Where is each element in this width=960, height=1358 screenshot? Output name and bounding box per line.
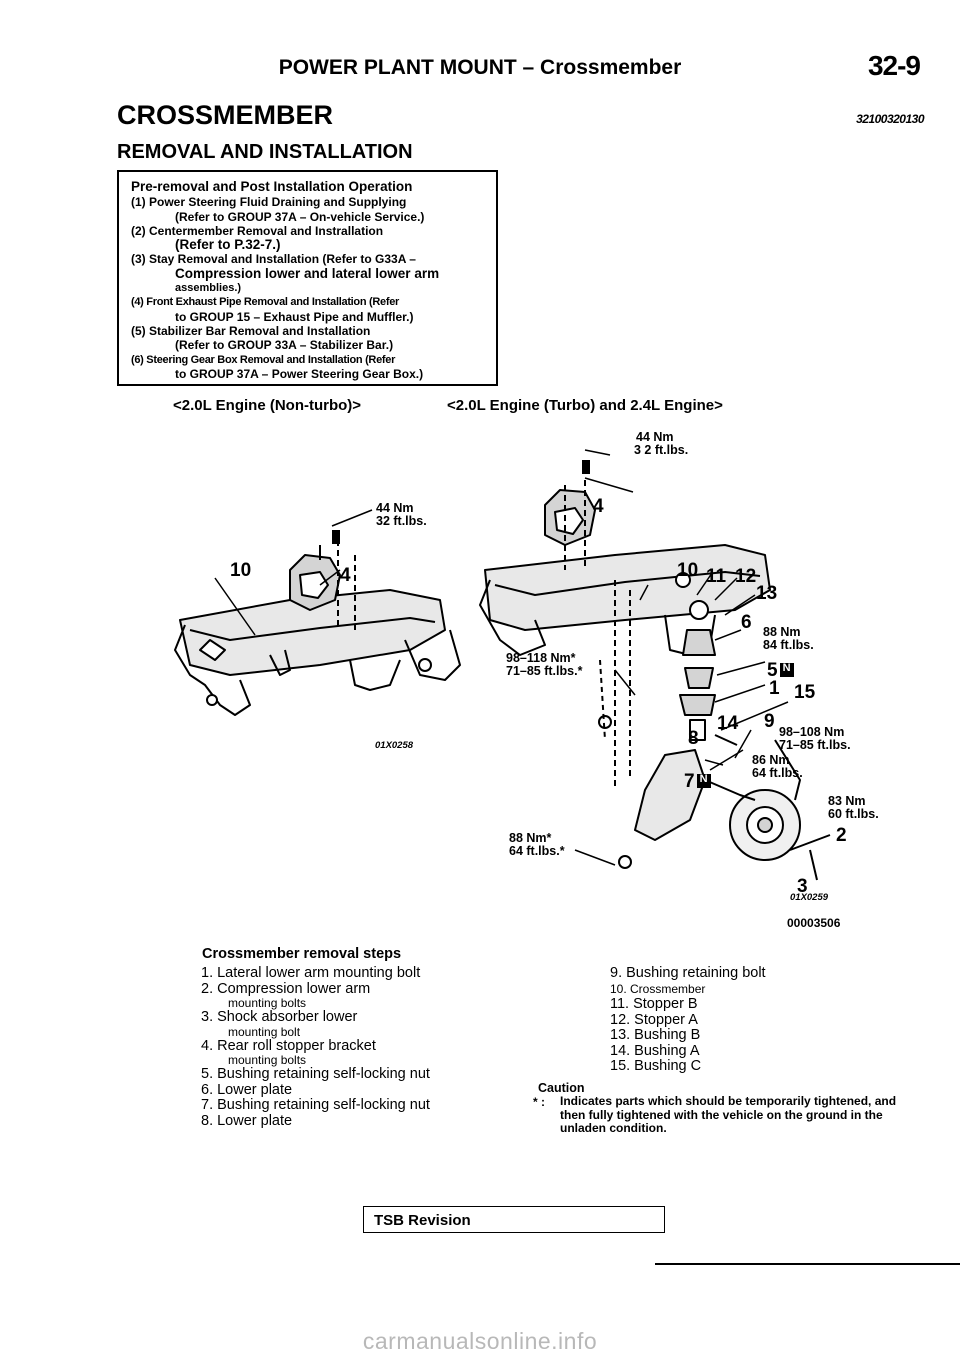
torque-label: 88 Nm 84 ft.lbs.: [763, 625, 814, 652]
torque-label: 44 Nm 3 2 ft.lbs.: [634, 430, 689, 457]
callout-number: 11: [706, 566, 727, 587]
step-item: 4. Rear roll stopper bracket: [201, 1037, 376, 1054]
operation-item: to GROUP 15 – Exhaust Pipe and Muffler.): [175, 309, 414, 324]
caution-marker: * :: [533, 1095, 545, 1109]
section-code: 32100320130: [856, 112, 924, 126]
callout-number: 6: [741, 612, 752, 633]
step-item: 1. Lateral lower arm mounting bolt: [201, 965, 421, 981]
operation-item: (Refer to P.32-7.): [175, 237, 281, 253]
operation-item: to GROUP 37A – Power Steering Gear Box.): [175, 366, 424, 381]
caution-heading: Caution: [538, 1081, 585, 1095]
torque-label: 98–108 Nm 71–85 ft.lbs.: [779, 725, 851, 752]
step-item: 14. Bushing A: [610, 1042, 700, 1059]
operation-item: (Refer to GROUP 37A – On-vehicle Service…: [175, 209, 425, 224]
operation-item: (3) Stay Removal and Installation (Refer…: [131, 252, 416, 267]
step-item: 3. Shock absorber lower: [201, 1009, 358, 1025]
figure-caption-left: <2.0L Engine (Non-turbo)>: [173, 397, 362, 414]
torque-label: 44 Nm 32 ft.lbs.: [376, 501, 427, 528]
page-header-title: POWER PLANT MOUNT – Crossmember: [278, 56, 682, 79]
steps-list-left: 1. Lateral lower arm mounting bolt 2. Co…: [201, 965, 491, 1129]
figure-id: 00003506: [787, 916, 841, 930]
step-item: 12. Stopper A: [610, 1011, 698, 1028]
operation-item: (Refer to GROUP 33A – Stabilizer Bar.): [175, 338, 394, 353]
operation-item: Compression lower and lateral lower arm: [175, 265, 440, 281]
callout-number: 5: [767, 660, 794, 682]
callout-number: 7: [684, 771, 711, 793]
step-item-sub: mounting bolts: [228, 996, 307, 1010]
torque-label: 88 Nm* 64 ft.lbs.*: [509, 831, 565, 858]
callout-number: 13: [756, 583, 778, 604]
step-item: 6. Lower plate: [201, 1081, 293, 1098]
steps-list-right: 9. Bushing retaining bolt 10. Crossmembe…: [610, 965, 810, 1075]
step-item: 8. Lower plate: [201, 1112, 293, 1129]
operation-item: assemblies.): [175, 282, 242, 295]
callout-number: 4: [593, 496, 604, 517]
footer-rule: [655, 1263, 960, 1265]
callout-number: 1: [769, 678, 780, 699]
callout-number: 10: [230, 560, 252, 581]
watermark: carmanualsonline.info: [362, 1328, 598, 1354]
callout-number: 12: [735, 566, 757, 587]
section-title: CROSSMEMBER: [117, 100, 334, 130]
crossmember-illustration-right: [479, 449, 831, 881]
operation-box: Pre-removal and Post Installation Operat…: [117, 170, 498, 386]
callout-number: 14: [717, 713, 739, 734]
crossmember-illustration-left: [174, 509, 461, 716]
callout-number: 15: [794, 682, 816, 703]
step-item: 15. Bushing C: [610, 1058, 702, 1074]
step-item: 5. Bushing retaining self-locking nut: [201, 1066, 430, 1082]
callout-number: 2: [836, 825, 847, 846]
callout-number: 9: [764, 711, 775, 732]
torque-label: 86 Nm 64 ft.lbs.: [752, 753, 803, 780]
step-item: 10. Crossmember: [610, 981, 706, 996]
section-subtitle: REMOVAL AND INSTALLATION: [117, 141, 413, 163]
step-item: 11. Stopper B: [610, 996, 698, 1012]
step-item: 9. Bushing retaining bolt: [610, 965, 766, 981]
step-item: 7. Bushing retaining self-locking nut: [201, 1097, 430, 1113]
callout-number: 8: [688, 728, 699, 749]
operation-item: (2) Centermember Removal and Instrallati…: [131, 223, 384, 238]
figure-code: 01X0258: [375, 740, 414, 751]
operation-item: (5) Stabilizer Bar Removal and Installat…: [131, 323, 371, 338]
step-item: 2. Compression lower arm: [201, 980, 371, 997]
operation-item: (4) Front Exhaust Pipe Removal and Insta…: [131, 296, 400, 309]
page-number: 32-9: [867, 50, 921, 81]
callout-number: 10: [677, 560, 699, 581]
step-item-sub: mounting bolts: [228, 1053, 307, 1067]
callout-number: 4: [340, 565, 351, 586]
operation-heading: Pre-removal and Post Installation Operat…: [131, 179, 413, 194]
figure-code: 01X0259: [790, 892, 829, 903]
caution-text: Indicates parts which should be temporar…: [560, 1094, 897, 1135]
steps-heading: Crossmember removal steps: [202, 946, 402, 962]
operation-item: (1) Power Steering Fluid Draining and Su…: [131, 195, 407, 210]
step-item-sub: mounting bolt: [228, 1024, 301, 1039]
tsb-revision-box: TSB Revision: [363, 1206, 665, 1233]
callout-number: 3: [797, 876, 808, 897]
step-item: 13. Bushing B: [610, 1027, 701, 1043]
torque-label: 98–118 Nm* 71–85 ft.lbs.*: [506, 651, 583, 678]
figure-caption-right: <2.0L Engine (Turbo) and 2.4L Engine>: [447, 397, 723, 414]
torque-label: 83 Nm 60 ft.lbs.: [828, 794, 879, 821]
operation-item: (6) Steering Gear Box Removal and Instal…: [131, 353, 396, 366]
